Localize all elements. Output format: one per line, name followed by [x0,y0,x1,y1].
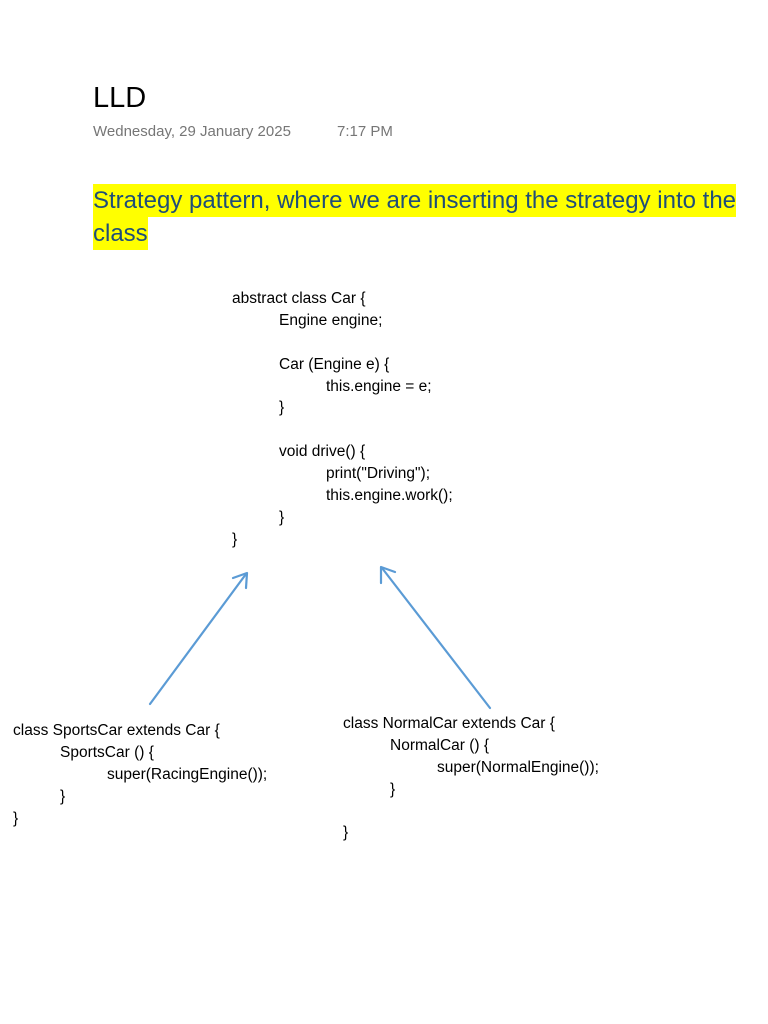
code-line: } [60,787,66,805]
page-title: LLD [93,82,147,114]
page-date: Wednesday, 29 January 2025 [93,123,291,140]
sports-car-class-code: class SportsCar extends Car { SportsCar (… [13,720,267,829]
code-line: NormalCar () { [390,736,490,754]
code-line: print("Driving"); [326,465,431,483]
code-line: super(NormalEngine()); [437,758,599,776]
car-class-code: abstract class Car { Engine engine; Car (E… [232,288,453,551]
code-line [232,332,453,354]
code-line: super(RacingEngine()); [107,765,268,783]
code-line: } [343,824,349,842]
code-line: this.engine = e; [326,377,432,395]
highlighted-heading: Strategy pattern, where we are inserting… [93,184,768,250]
code-line: } [279,399,285,417]
code-line: abstract class Car { [232,290,366,307]
code-line: class NormalCar extends Car { [343,715,555,732]
heading-line-2: class [93,217,148,250]
arrow-normal-to-car [379,565,492,710]
code-line: class SportsCar extends Car { [13,722,220,739]
code-line: Engine engine; [279,311,383,329]
code-line: this.engine.work(); [326,487,453,505]
code-line: Car (Engine e) { [279,355,390,373]
code-line [343,801,599,823]
heading-line-1: Strategy pattern, where we are inserting… [93,184,737,217]
code-line: SportsCar () { [60,743,154,761]
code-line: } [13,809,19,827]
page-time: 7:17 PM [337,123,393,140]
code-line: } [279,508,285,526]
normal-car-class-code: class NormalCar extends Car { NormalCar (… [343,713,599,844]
code-line: } [390,780,396,798]
code-line: void drive() { [279,443,366,461]
code-line: } [232,530,238,548]
code-line [232,419,453,441]
arrow-sports-to-car [148,571,249,706]
